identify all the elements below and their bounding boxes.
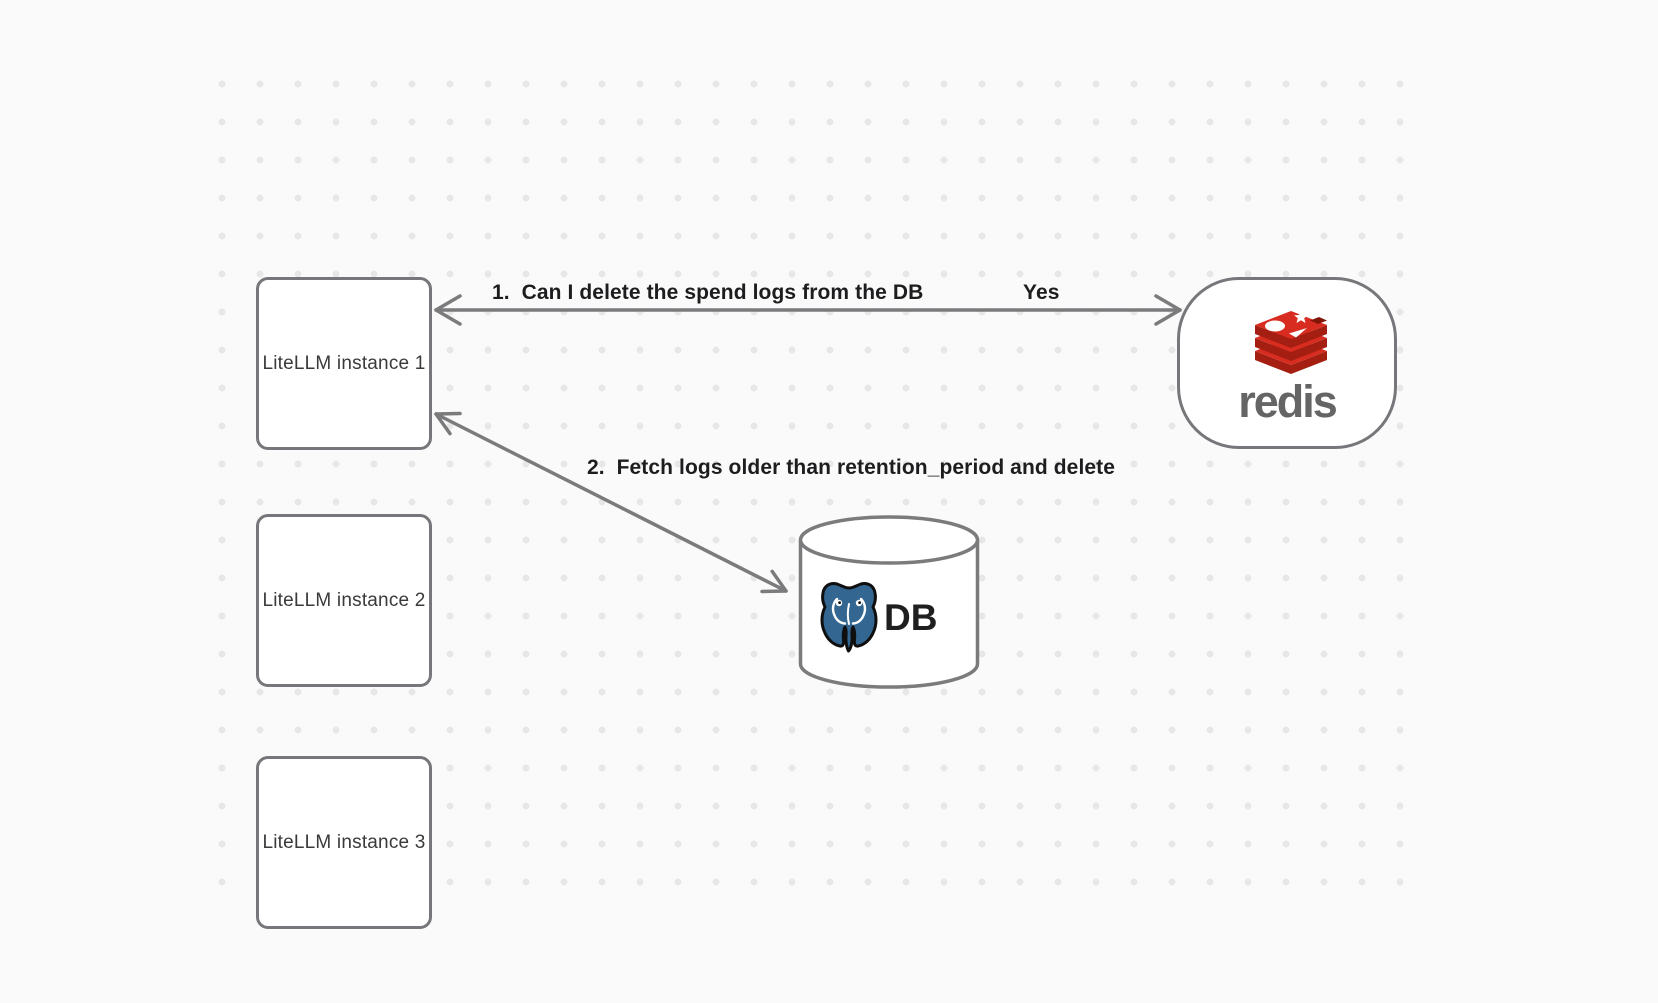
redis-wordmark: redis	[1238, 376, 1338, 427]
node-redis[interactable]: redis	[1177, 277, 1397, 449]
node-database[interactable]: DB	[795, 513, 983, 691]
node-label: LiteLLM instance 2	[262, 589, 426, 611]
arrow-instance1-db[interactable]	[434, 411, 788, 594]
node-litellm-instance-1[interactable]: LiteLLM instance 1	[256, 277, 432, 450]
annotation-step1-answer: Yes	[1023, 281, 1060, 304]
annotation-step1: 1. Can I delete the spend logs from the …	[492, 281, 924, 304]
node-litellm-instance-3[interactable]: LiteLLM instance 3	[256, 756, 432, 929]
arrow-redis-instance1[interactable]	[434, 294, 1182, 326]
db-label: DB	[884, 597, 938, 638]
postgresql-elephant-icon	[820, 582, 878, 653]
node-litellm-instance-2[interactable]: LiteLLM instance 2	[256, 514, 432, 687]
node-label: LiteLLM instance 1	[262, 352, 426, 374]
redis-logo-icon	[1255, 310, 1327, 374]
node-label: LiteLLM instance 3	[262, 831, 426, 853]
annotation-step2: 2. Fetch logs older than retention_perio…	[587, 456, 1116, 479]
database-cylinder-shape	[798, 515, 980, 689]
